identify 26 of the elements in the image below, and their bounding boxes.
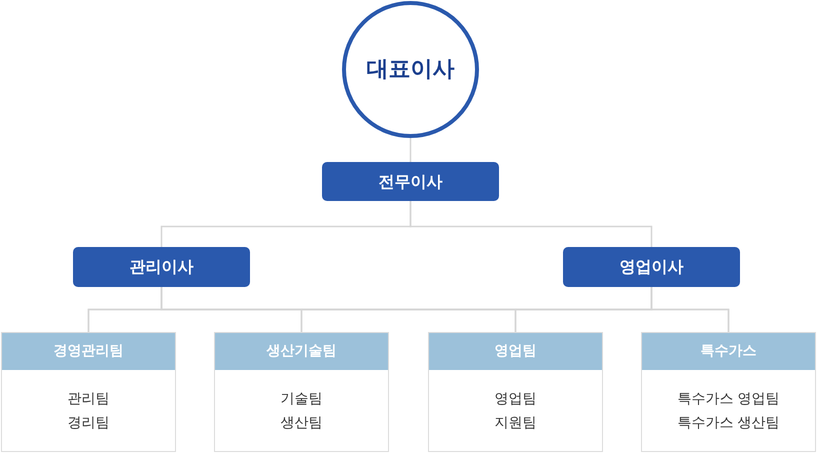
team-header: 생산기술팀 xyxy=(215,333,388,370)
position-box xyxy=(322,162,499,201)
sub-team-label: 지원팀 xyxy=(494,414,536,432)
team-card xyxy=(214,332,389,452)
sub-team-label: 영업팀 xyxy=(494,390,536,408)
position-title: 전무이사 xyxy=(378,174,442,190)
team-header: 영업팀 xyxy=(429,333,602,370)
connector-line xyxy=(410,201,652,247)
team-header: 경영관리팀 xyxy=(2,333,175,370)
sub-team-label: 경리팀 xyxy=(68,414,110,432)
position-title: 영업이사 xyxy=(620,259,684,275)
team-card xyxy=(428,332,603,452)
sub-team-label: 특수가스 영업팀 xyxy=(677,390,780,408)
sub-team-label: 관리팀 xyxy=(68,390,110,408)
sub-team-label: 생산팀 xyxy=(280,414,322,432)
position-title: 관리이사 xyxy=(130,259,194,275)
sub-team-label: 특수가스 생산팀 xyxy=(677,414,780,432)
team-card xyxy=(641,332,816,452)
sub-team-label: 기술팀 xyxy=(280,390,322,408)
team-header: 특수가스 xyxy=(642,333,815,370)
team-card xyxy=(1,332,176,452)
position-box xyxy=(73,247,250,287)
node-title: 대표이사 xyxy=(366,58,454,80)
position-box xyxy=(563,247,740,287)
connector-line xyxy=(650,287,730,332)
connector-line xyxy=(410,138,412,162)
